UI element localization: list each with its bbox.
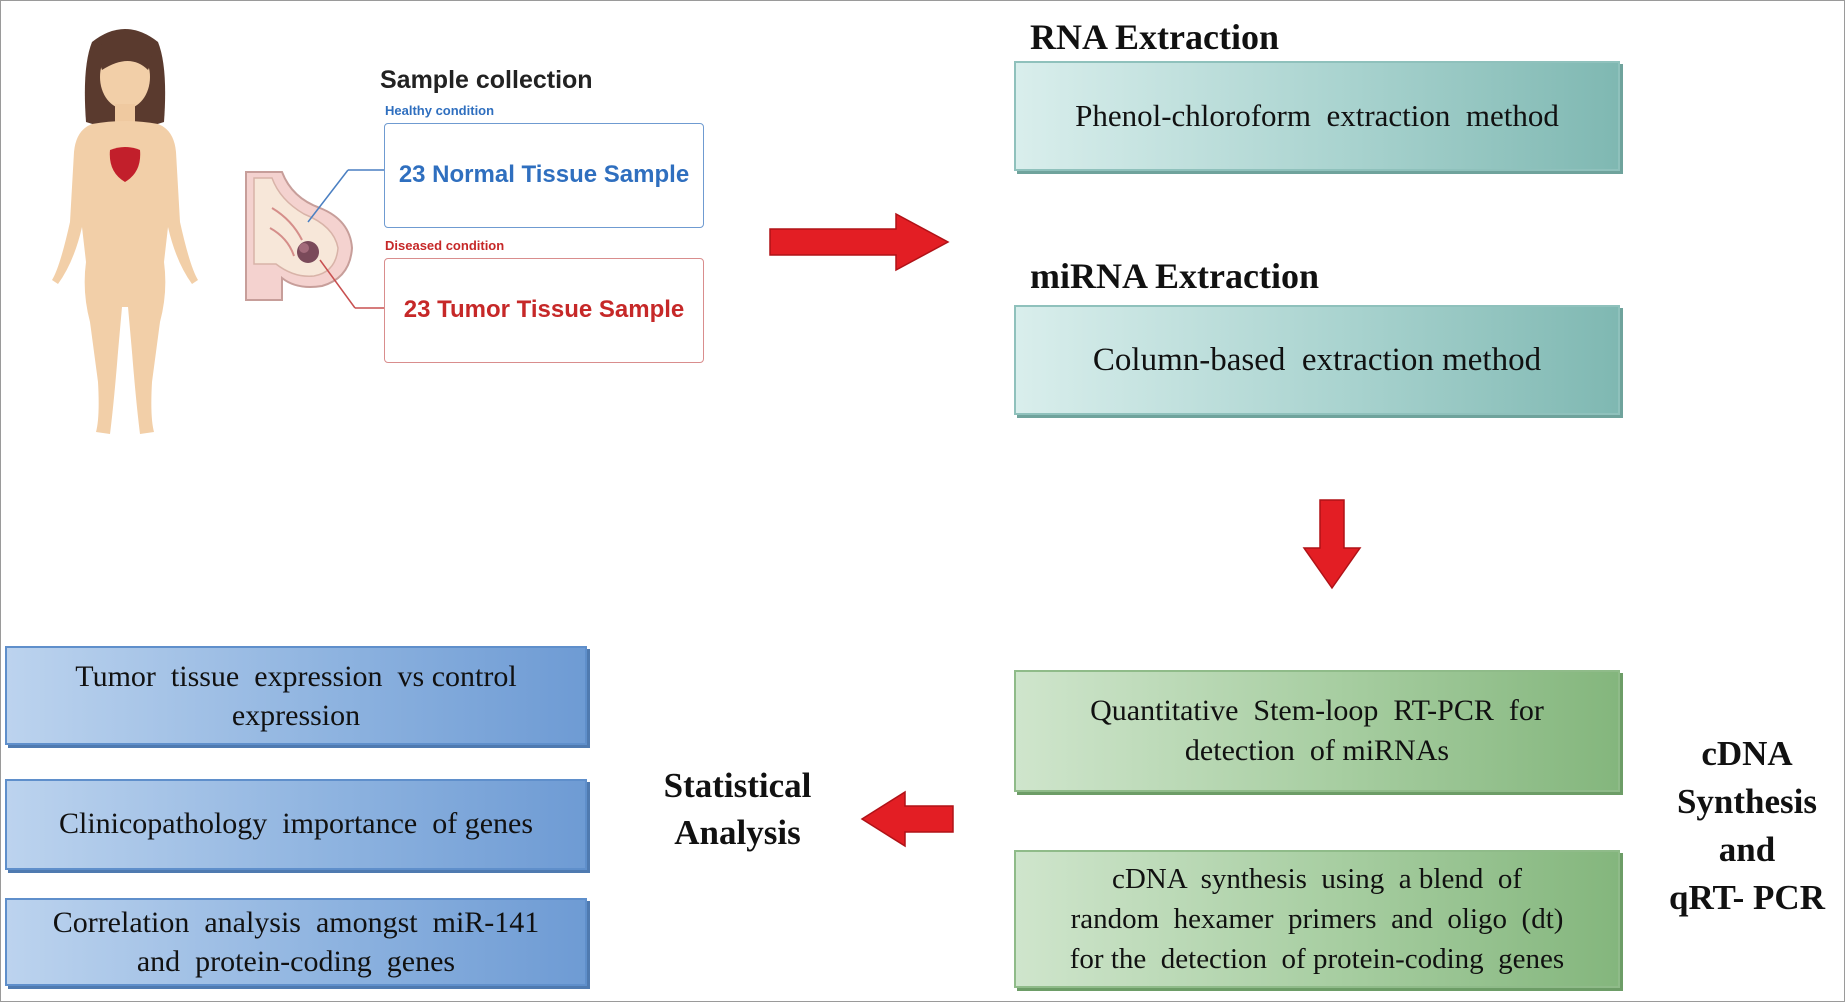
tumor-vs-control-line-1: Tumor tissue expression vs control — [75, 659, 517, 693]
correlation-analysis-box: Correlation analysis amongst miR-141 and… — [5, 898, 587, 986]
clinicopathology-box: Clinicopathology importance of genes — [5, 779, 587, 870]
mirna-extraction-heading: miRNA Extraction — [1030, 256, 1319, 296]
healthy-condition-label: Healthy condition — [385, 103, 495, 118]
rna-extraction-heading: RNA Extraction — [1030, 17, 1279, 57]
stem-loop-line-1: Quantitative Stem-loop RT-PCR for — [1090, 694, 1544, 728]
side-label-line-3: and — [1718, 829, 1776, 869]
column-based-text: Column-based extraction method — [1092, 341, 1542, 378]
cdna-synthesis-box: cDNA synthesis using a blend of random h… — [1014, 850, 1620, 988]
tumor-vs-control-line-2: expression — [231, 698, 361, 732]
stem-loop-line-2: detection of miRNAs — [1184, 734, 1450, 767]
cdna-line-1: cDNA synthesis using a blend of — [1111, 862, 1522, 895]
correlation-line-2: and protein-coding genes — [136, 945, 456, 978]
normal-tissue-text: 23 Normal Tissue Sample — [398, 161, 690, 189]
cdna-line-2: random hexamer primers and oligo (dt) — [1070, 902, 1564, 935]
stat-heading-line-2: Analysis — [674, 813, 801, 853]
clinicopathology-text: Clinicopathology importance of genes — [58, 807, 534, 841]
arrow-right-icon — [769, 212, 950, 272]
sample-collection-title: Sample collection — [380, 66, 593, 94]
cdna-qrt-pcr-side-label: cDNA Synthesis and qRT- PCR — [1652, 730, 1842, 922]
arrow-left-icon — [860, 790, 954, 848]
side-label-line-1: cDNA — [1701, 734, 1793, 773]
tumor-vs-control-box: Tumor tissue expression vs control expre… — [5, 646, 587, 745]
phenol-chloroform-text: Phenol-chloroform extraction method — [1075, 98, 1559, 134]
phenol-chloroform-box: Phenol-chloroform extraction method — [1014, 61, 1620, 171]
statistical-analysis-heading: Statistical Analysis — [640, 762, 835, 857]
stat-heading-line-1: Statistical — [663, 766, 812, 805]
tumor-tissue-box: 23 Tumor Tissue Sample — [384, 258, 704, 363]
arrow-down-icon — [1302, 499, 1362, 590]
side-label-line-2: Synthesis — [1676, 781, 1818, 821]
tumor-tissue-text: 23 Tumor Tissue Sample — [403, 296, 685, 324]
column-based-box: Column-based extraction method — [1014, 305, 1620, 415]
stem-loop-rt-pcr-box: Quantitative Stem-loop RT-PCR for detect… — [1014, 670, 1620, 792]
side-label-line-4: qRT- PCR — [1669, 877, 1825, 917]
connector-lines — [307, 169, 385, 309]
correlation-line-1: Correlation analysis amongst miR-141 — [52, 906, 540, 939]
normal-tissue-box: 23 Normal Tissue Sample — [384, 123, 704, 228]
female-body-illustration — [52, 29, 198, 434]
diseased-condition-label: Diseased condition — [385, 238, 505, 253]
cdna-line-3: for the detection of protein-coding gene… — [1069, 943, 1565, 975]
